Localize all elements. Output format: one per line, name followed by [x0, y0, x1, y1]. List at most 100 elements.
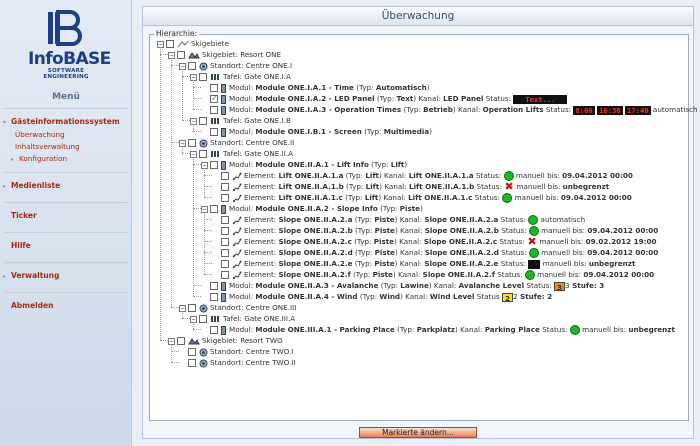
select-checkbox[interactable]	[221, 238, 229, 246]
select-checkbox[interactable]	[177, 337, 185, 345]
chevron-down-icon: ▾	[3, 119, 7, 126]
nav-inhaltsverwaltung[interactable]: Inhaltsverwaltung	[15, 142, 80, 151]
status-closed-icon: ✖	[527, 235, 537, 248]
select-checkbox[interactable]	[199, 315, 207, 323]
tree-node-m5: −Modul: Module ONE.II.A.1 - Lift Info (T…	[201, 160, 408, 170]
tree-connector	[171, 65, 179, 66]
select-checkbox[interactable]	[188, 348, 196, 356]
select-checkbox[interactable]	[221, 227, 229, 235]
select-checkbox[interactable]	[199, 150, 207, 158]
tree-connector	[160, 340, 168, 341]
tree-node-e2: Element: Lift ONE.II.A.1.b (Typ: Lift) K…	[212, 181, 609, 192]
module-icon	[221, 94, 226, 104]
select-checkbox[interactable]	[210, 128, 218, 136]
tree-connector	[182, 76, 190, 77]
board-icon	[211, 118, 219, 124]
select-checkbox[interactable]	[166, 40, 174, 48]
element-icon	[232, 183, 242, 191]
divider	[4, 108, 128, 109]
tree-connector	[182, 311, 183, 318]
nav-ticker[interactable]: Ticker	[11, 211, 37, 220]
module-icon	[221, 325, 226, 335]
select-checkbox[interactable]	[221, 183, 229, 191]
resort-icon	[188, 338, 200, 345]
select-checkbox[interactable]	[188, 62, 196, 70]
tree-node-s4: Standort: Centre TWO.I	[179, 346, 293, 357]
select-checkbox[interactable]	[221, 271, 229, 279]
tree-node-e8: Element: Slope ONE.II.A.2.e (Typ: Piste)…	[212, 258, 635, 269]
tree-connector	[182, 153, 190, 154]
select-checkbox[interactable]	[210, 282, 218, 290]
element-icon	[232, 172, 242, 180]
tree-node-m1: Modul: Module ONE.I.A.1 - Time (Typ: Aut…	[201, 82, 430, 93]
tree-connector	[204, 212, 205, 274]
time-status: 17:40	[625, 105, 651, 115]
infobase-logo: InfoBASE SOFTWARE ENGINEERING	[28, 10, 111, 80]
nav-konfiguration[interactable]: ▸Konfiguration	[11, 154, 68, 163]
tree-connector	[204, 175, 212, 176]
logo-tagline: SOFTWARE ENGINEERING	[43, 68, 89, 80]
tree-node-s1: −Standort: Centre ONE.I	[179, 61, 293, 70]
select-checkbox[interactable]	[210, 326, 218, 334]
divider	[4, 232, 128, 233]
hierarchy-legend: Hierarchie:	[154, 29, 200, 38]
tree-node-e3: Element: Lift ONE.II.A.1.c (Typ: Lift) K…	[212, 192, 632, 203]
tree-connector	[193, 131, 201, 132]
select-checkbox[interactable]	[210, 161, 218, 169]
select-checkbox[interactable]	[221, 249, 229, 257]
tree-connector	[160, 47, 161, 340]
nav-ueberwachung[interactable]: Überwachung	[15, 130, 65, 139]
resort-icon	[188, 52, 200, 59]
tree-node-m2: ✓Modul: Module ONE.I.A.2 - LED Panel (Ty…	[201, 93, 568, 104]
tree-connector	[171, 362, 179, 363]
location-icon	[199, 62, 208, 70]
select-checkbox[interactable]	[210, 106, 218, 114]
select-checkbox[interactable]	[188, 139, 196, 147]
nav-abmelden[interactable]: Abmelden	[11, 301, 54, 310]
location-icon	[199, 359, 208, 367]
nav-hilfe[interactable]: Hilfe	[11, 241, 31, 250]
tree-node-t4: −Tafel: Gate ONE.III.A	[190, 314, 296, 323]
location-icon	[199, 139, 208, 147]
status-open-icon	[503, 171, 514, 181]
led-status: Text...	[513, 94, 568, 104]
select-checkbox[interactable]	[199, 73, 207, 81]
select-checkbox[interactable]	[221, 216, 229, 224]
select-checkbox[interactable]	[177, 51, 185, 59]
status-open-icon	[569, 325, 580, 335]
location-icon	[199, 348, 208, 356]
select-checkbox[interactable]	[221, 260, 229, 268]
select-checkbox[interactable]: ✓	[210, 94, 218, 103]
element-icon	[232, 216, 242, 224]
apply-marked-button[interactable]: Markierte ändern...	[359, 427, 477, 438]
nav-verwaltung[interactable]: ▸Verwaltung	[3, 271, 60, 280]
tree-connector	[204, 168, 205, 197]
sidebar: InfoBASE SOFTWARE ENGINEERING Menü ▾Gäst…	[0, 0, 132, 446]
select-checkbox[interactable]	[210, 205, 218, 213]
tree-connector	[193, 285, 201, 286]
logo-mark-icon	[48, 10, 82, 46]
select-checkbox[interactable]	[188, 359, 196, 367]
module-icon	[221, 127, 226, 137]
tree-connector	[193, 296, 201, 297]
select-checkbox[interactable]	[221, 172, 229, 180]
module-icon	[221, 105, 226, 115]
tree-connector	[204, 197, 212, 198]
board-icon	[211, 151, 219, 157]
tree-node-e4: Element: Slope ONE.II.A.2.a (Typ: Piste)…	[212, 214, 585, 225]
tree-node-m9: Modul: Module ONE.III.A.1 - Parking Plac…	[201, 324, 675, 335]
select-checkbox[interactable]	[199, 117, 207, 125]
tree-node-root: −Skigebiete	[157, 39, 229, 48]
chevron-right-icon: ▸	[11, 156, 15, 163]
select-checkbox[interactable]	[210, 293, 218, 301]
select-checkbox[interactable]	[221, 194, 229, 202]
select-checkbox[interactable]	[188, 304, 196, 312]
nav-gaesteinformationssystem[interactable]: ▾Gästeinformationssystem	[3, 117, 120, 126]
tree-connector	[171, 344, 172, 362]
tree-connector	[182, 146, 183, 153]
select-checkbox[interactable]	[210, 84, 218, 92]
nav-medienliste[interactable]: ▸Medienliste	[3, 181, 61, 190]
tree-connector	[171, 307, 179, 308]
element-icon	[232, 271, 242, 279]
element-icon	[232, 249, 242, 257]
